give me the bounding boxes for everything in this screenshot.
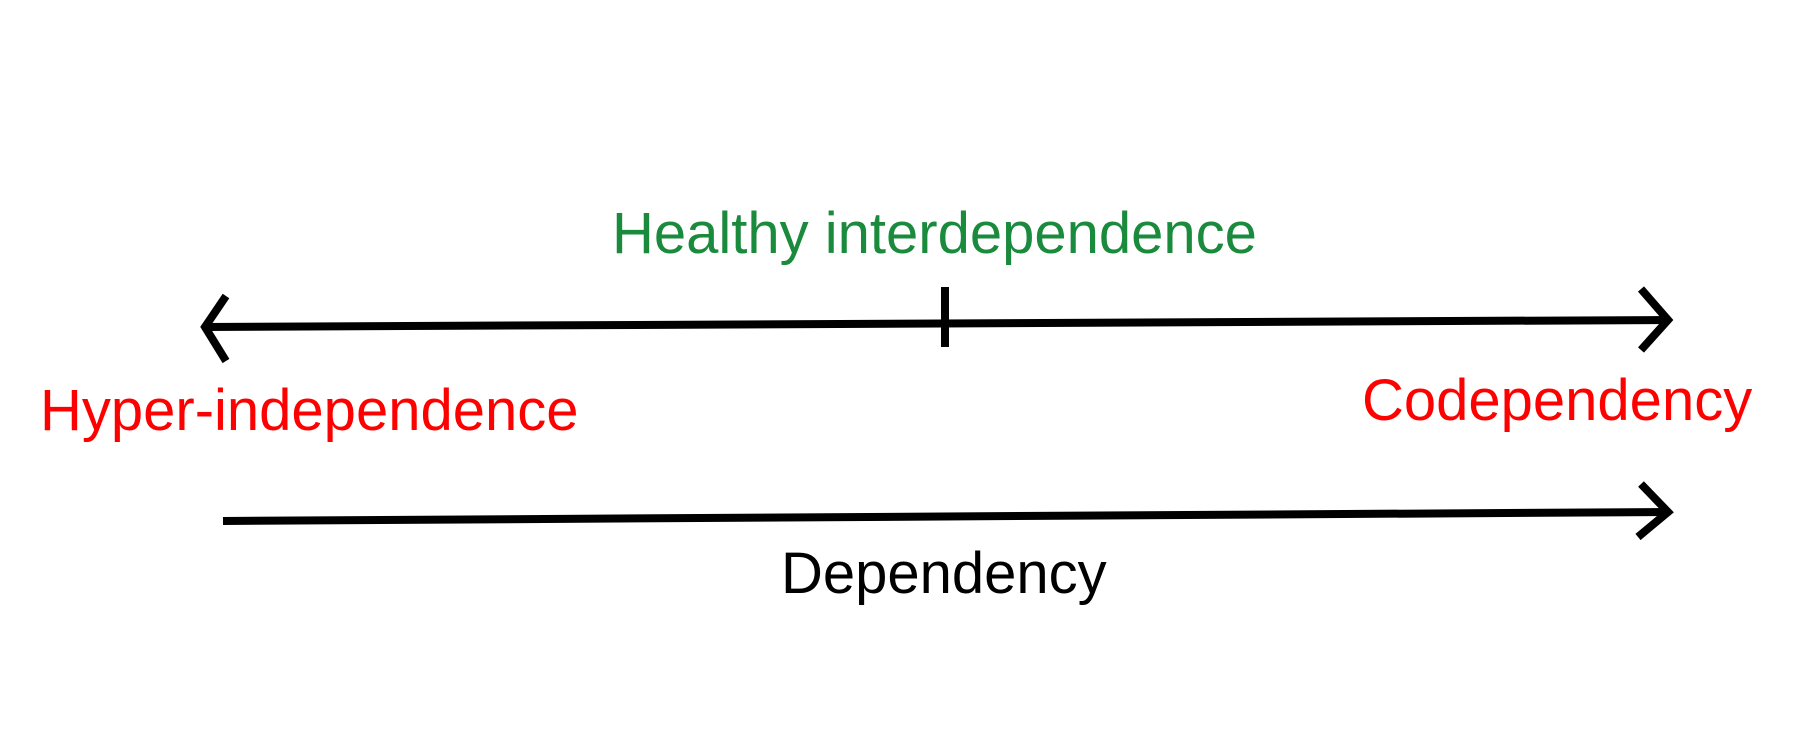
left-arrowhead <box>200 293 230 364</box>
dependency-line <box>222 508 1669 525</box>
dependency-arrowhead <box>1635 481 1674 541</box>
dependency-label: Dependency <box>781 541 1107 606</box>
spectrum-line <box>204 316 1669 331</box>
healthy-interdependence-label: Healthy interdependence <box>612 201 1257 266</box>
right-arrowhead <box>1637 286 1674 353</box>
codependency-label: Codependency <box>1362 368 1753 433</box>
spectrum-arrow <box>200 286 1674 364</box>
dependency-arrow <box>222 481 1674 541</box>
hyper-independence-label: Hyper-independence <box>40 378 579 443</box>
